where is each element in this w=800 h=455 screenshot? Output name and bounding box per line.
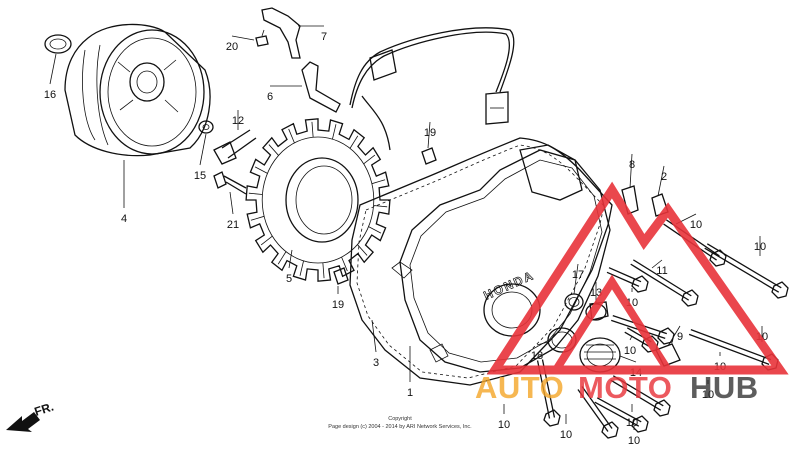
callout-9: 9 — [677, 331, 683, 343]
o-ring-16 — [44, 34, 72, 54]
callout-10: 10 — [690, 219, 702, 231]
front-direction-indicator: FR. — [6, 400, 55, 432]
callout-4: 4 — [121, 213, 127, 225]
bolt-9 — [610, 375, 671, 417]
leader-9 — [667, 325, 681, 347]
gasket — [349, 137, 613, 386]
callout-16: 16 — [44, 89, 56, 101]
plate-6 — [301, 61, 341, 113]
callout-extra-10: 19 — [332, 299, 344, 311]
callout-extra-9: 10 — [702, 389, 714, 401]
callout-18: 18 — [531, 350, 543, 362]
bolt-11 — [594, 397, 649, 433]
callout-2: 2 — [661, 171, 667, 183]
bolt-12 — [198, 120, 257, 165]
watermark-moto: MOTO — [578, 370, 672, 405]
stator — [245, 118, 391, 282]
leader-3 — [371, 319, 377, 353]
callout-extra-0: 10 — [754, 241, 766, 253]
clamp-7 — [261, 7, 301, 59]
leader-21 — [229, 191, 234, 215]
watermark-mountain-icon — [486, 181, 789, 375]
leader-2 — [657, 165, 665, 197]
bolt-10 — [577, 386, 619, 439]
leader-15 — [199, 133, 207, 166]
dowel-pin-lower — [333, 267, 349, 285]
callout-5: 5 — [286, 273, 292, 285]
wire-harness — [349, 27, 515, 151]
callout-8: 8 — [629, 159, 635, 171]
leader-14 — [619, 355, 637, 363]
leader-11 — [651, 259, 663, 269]
callout-extra-8: 10 — [628, 435, 640, 447]
callout-12: 12 — [232, 115, 244, 127]
watermark-hub: HUB — [690, 370, 759, 405]
callout-17: 17 — [572, 269, 584, 281]
arrow-left-icon — [6, 412, 40, 432]
bolt-20 — [255, 29, 269, 47]
callout-extra-5: 10 — [498, 419, 510, 431]
leader-20 — [231, 35, 255, 41]
callout-21: 21 — [227, 219, 239, 231]
seal-17 — [564, 293, 584, 311]
callout-20: 20 — [226, 41, 238, 53]
leader-8 — [629, 153, 633, 189]
callout-6: 6 — [267, 91, 273, 103]
callout-extra-6: 10 — [560, 429, 572, 441]
leader-5 — [288, 249, 293, 269]
callout-15: 15 — [194, 170, 206, 182]
callout-11: 11 — [656, 265, 667, 277]
dowel-pin-upper — [421, 147, 437, 165]
leader-16 — [49, 53, 57, 85]
callout-7: 7 — [321, 31, 327, 43]
leader-extra-4 — [629, 335, 633, 341]
leader-18 — [536, 341, 549, 346]
callout-19: 19 — [424, 127, 436, 139]
crankcase-cover — [391, 144, 611, 373]
cover-bolts — [536, 219, 789, 439]
copyright-title: Copyright — [388, 416, 412, 422]
leader-lines — [49, 25, 763, 430]
callout-3: 3 — [373, 357, 379, 369]
cover-brand-text: HONDA — [482, 268, 537, 303]
watermark-logo: AUTO MOTO HUB — [475, 181, 789, 405]
bolt-21 — [213, 171, 247, 195]
callout-extra-7: 10 — [626, 417, 638, 429]
part-callouts: 1234567891011121314151617181920211010101… — [44, 31, 768, 447]
leader-19 — [427, 121, 431, 149]
leader-17 — [573, 263, 579, 295]
flywheel — [64, 23, 211, 157]
callout-1: 1 — [407, 387, 413, 399]
watermark-inner-peak-icon — [552, 274, 672, 373]
copyright-line: Page design (c) 2004 - 2014 by ARI Netwo… — [328, 424, 472, 430]
direction-label: FR. — [33, 400, 56, 419]
bolt-4 — [606, 267, 649, 293]
watermark-auto: AUTO — [475, 370, 564, 405]
callout-extra-4: 10 — [624, 345, 636, 357]
bolt-2 — [704, 243, 789, 299]
bolt-3 — [630, 259, 699, 307]
